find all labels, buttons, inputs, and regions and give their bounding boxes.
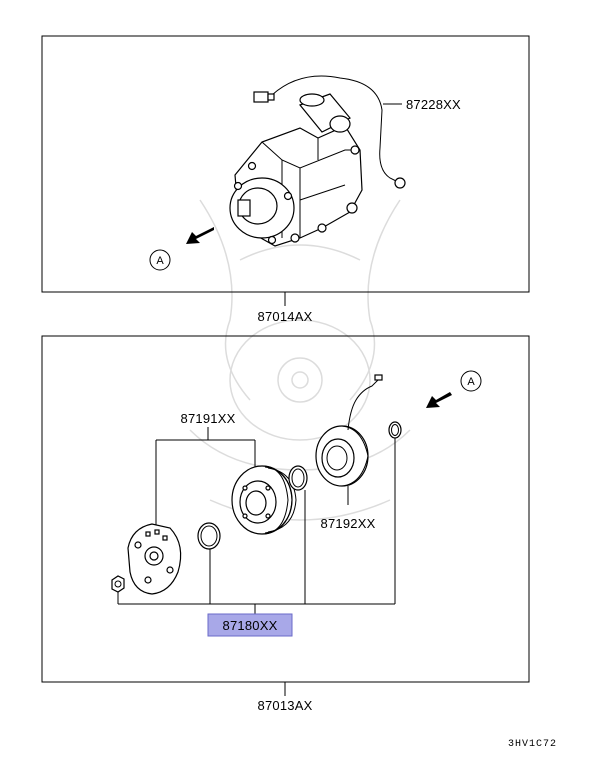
armature-plate[interactable] (127, 523, 182, 595)
diagram-code: 3HV1C72 (508, 739, 557, 750)
snap-ring-middle-inner (291, 468, 305, 488)
wire-harness[interactable] (253, 75, 406, 189)
lower-view-arrow (426, 392, 452, 408)
compressor-assembly[interactable] (229, 93, 363, 247)
upper-assembly-part-number[interactable]: 87014AX (258, 309, 313, 324)
snap-ring-left-inner (200, 525, 218, 547)
lower-assembly-part-number[interactable]: 87013AX (258, 698, 313, 713)
group-part-number[interactable]: 87191XX (181, 411, 236, 426)
lower-view-marker: A (467, 376, 475, 388)
wire-part-number[interactable]: 87228XX (406, 97, 461, 112)
kit-bracket (117, 438, 396, 614)
coil-part-number[interactable]: 87192XX (321, 516, 376, 531)
lower-view-marker-circle (460, 370, 482, 392)
pulley[interactable] (231, 465, 297, 535)
highlighted-part-box (207, 613, 293, 637)
upper-view-marker: A (156, 255, 164, 267)
group-bracket (155, 427, 256, 530)
snap-ring-right-inner (391, 424, 399, 436)
highlighted-part-number[interactable]: 87180XX (223, 618, 278, 633)
field-coil[interactable] (315, 374, 383, 487)
upper-view-arrow (186, 227, 214, 244)
upper-view-marker-circle (149, 249, 171, 271)
shaft-nut[interactable] (111, 575, 125, 593)
